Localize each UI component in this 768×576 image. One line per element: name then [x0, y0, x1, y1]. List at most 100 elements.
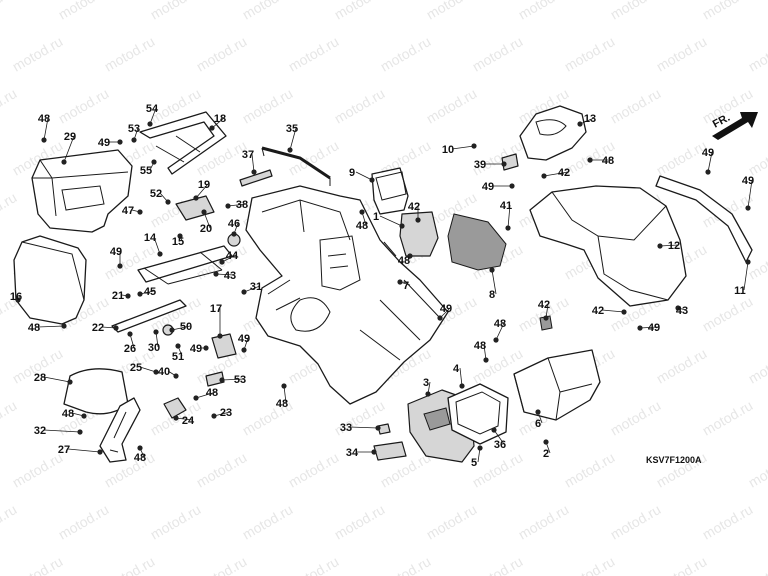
watermark-text: motod.ru [562, 449, 618, 490]
watermark-text: motod.ru [562, 553, 618, 576]
callout-14: 14 [144, 232, 157, 244]
fastener-icon [745, 259, 751, 265]
leader-line [213, 411, 231, 417]
callout-51: 51 [172, 351, 184, 363]
fastener-icon [541, 173, 547, 179]
fastener-icon [219, 377, 225, 383]
watermark-text: motod.ru [148, 501, 204, 542]
callout-29: 29 [64, 131, 76, 143]
callout-3: 3 [423, 377, 429, 389]
callout-15: 15 [172, 236, 184, 248]
fastener-icon [125, 293, 131, 299]
watermark-text: motod.ru [700, 501, 756, 542]
leader-line [195, 183, 209, 199]
callout-55: 55 [140, 165, 152, 177]
callout-47: 47 [122, 205, 134, 217]
callout-12: 12 [668, 240, 680, 252]
callout-42: 42 [592, 305, 604, 317]
callout-53: 53 [128, 123, 140, 135]
fastener-icon [415, 217, 421, 223]
leader-line [195, 391, 217, 399]
callout-49: 49 [190, 343, 202, 355]
watermark-text: motod.ru [286, 449, 342, 490]
callout-32: 32 [34, 425, 46, 437]
callout-25: 25 [130, 362, 142, 374]
leader-line [707, 151, 713, 173]
fastener-icon [371, 449, 377, 455]
leader-line [743, 261, 749, 291]
callout-49: 49 [440, 303, 452, 315]
fastener-icon [201, 209, 207, 215]
fastener-icon [705, 169, 711, 175]
fastener-icon [483, 357, 489, 363]
callout-38: 38 [236, 199, 248, 211]
part-7-inner-cover [245, 185, 449, 405]
callout-19: 19 [198, 179, 210, 191]
watermark-text: motod.ru [654, 33, 710, 74]
fastener-icon [231, 231, 237, 237]
part-17-bracket [211, 333, 237, 359]
leader-line [289, 127, 297, 151]
watermark-text: motod.ru [746, 137, 768, 178]
callout-48: 48 [134, 452, 146, 464]
part-14-rail [137, 245, 233, 283]
callout-42: 42 [538, 299, 550, 311]
fastener-icon [151, 159, 157, 165]
watermark-text: motod.ru [240, 0, 296, 23]
fastener-icon [287, 147, 293, 153]
watermark-text: motod.ru [0, 501, 19, 542]
fastener-icon [505, 225, 511, 231]
watermark-text: motod.ru [516, 501, 572, 542]
leader-line [149, 107, 157, 125]
fastener-icon [153, 369, 159, 375]
fastener-icon [137, 445, 143, 451]
leader-line [43, 117, 49, 141]
callout-48: 48 [38, 113, 50, 125]
fastener-icon [173, 415, 179, 421]
fastener-icon [211, 413, 217, 419]
callout-40: 40 [158, 366, 170, 378]
callout-48: 48 [276, 398, 288, 410]
callout-48: 48 [474, 340, 486, 352]
fastener-icon [459, 383, 465, 389]
watermark-text: motod.ru [332, 0, 388, 23]
fastener-icon [407, 253, 413, 259]
fastener-icon [157, 251, 163, 257]
callout-44: 44 [226, 250, 239, 262]
front-direction-arrow [712, 112, 758, 140]
callout-49: 49 [482, 181, 494, 193]
callout-52: 52 [150, 188, 162, 200]
fastener-icon [153, 329, 159, 335]
leader-line [171, 325, 191, 331]
fastener-icon [81, 413, 87, 419]
fastener-icon [147, 121, 153, 127]
fastener-icon [543, 315, 549, 321]
leader-line [349, 426, 379, 429]
fastener-icon [399, 223, 405, 229]
watermark-text: motod.ru [0, 189, 19, 230]
leader-line [747, 179, 753, 209]
fastener-icon [193, 195, 199, 201]
watermark-text: motod.ru [102, 33, 158, 74]
leader-line [451, 145, 475, 150]
fastener-icon [375, 425, 381, 431]
callout-4: 4 [453, 363, 460, 375]
fastener-icon [217, 333, 223, 339]
callout-50: 50 [180, 321, 192, 333]
callout-45: 45 [144, 286, 156, 298]
fastener-icon [577, 121, 583, 127]
watermark-text: motod.ru [332, 85, 388, 126]
fastener-icon [117, 263, 123, 269]
callout-39: 39 [474, 159, 486, 171]
leader-line [543, 171, 569, 177]
fastener-icon [113, 325, 119, 331]
callout-9: 9 [349, 167, 355, 179]
part-16-panel [13, 235, 87, 325]
leader-line [495, 322, 505, 341]
fastener-icon [501, 161, 507, 167]
leader-line [227, 203, 247, 207]
callout-54: 54 [146, 103, 159, 115]
leader-line [251, 153, 255, 173]
callout-48: 48 [398, 255, 410, 267]
